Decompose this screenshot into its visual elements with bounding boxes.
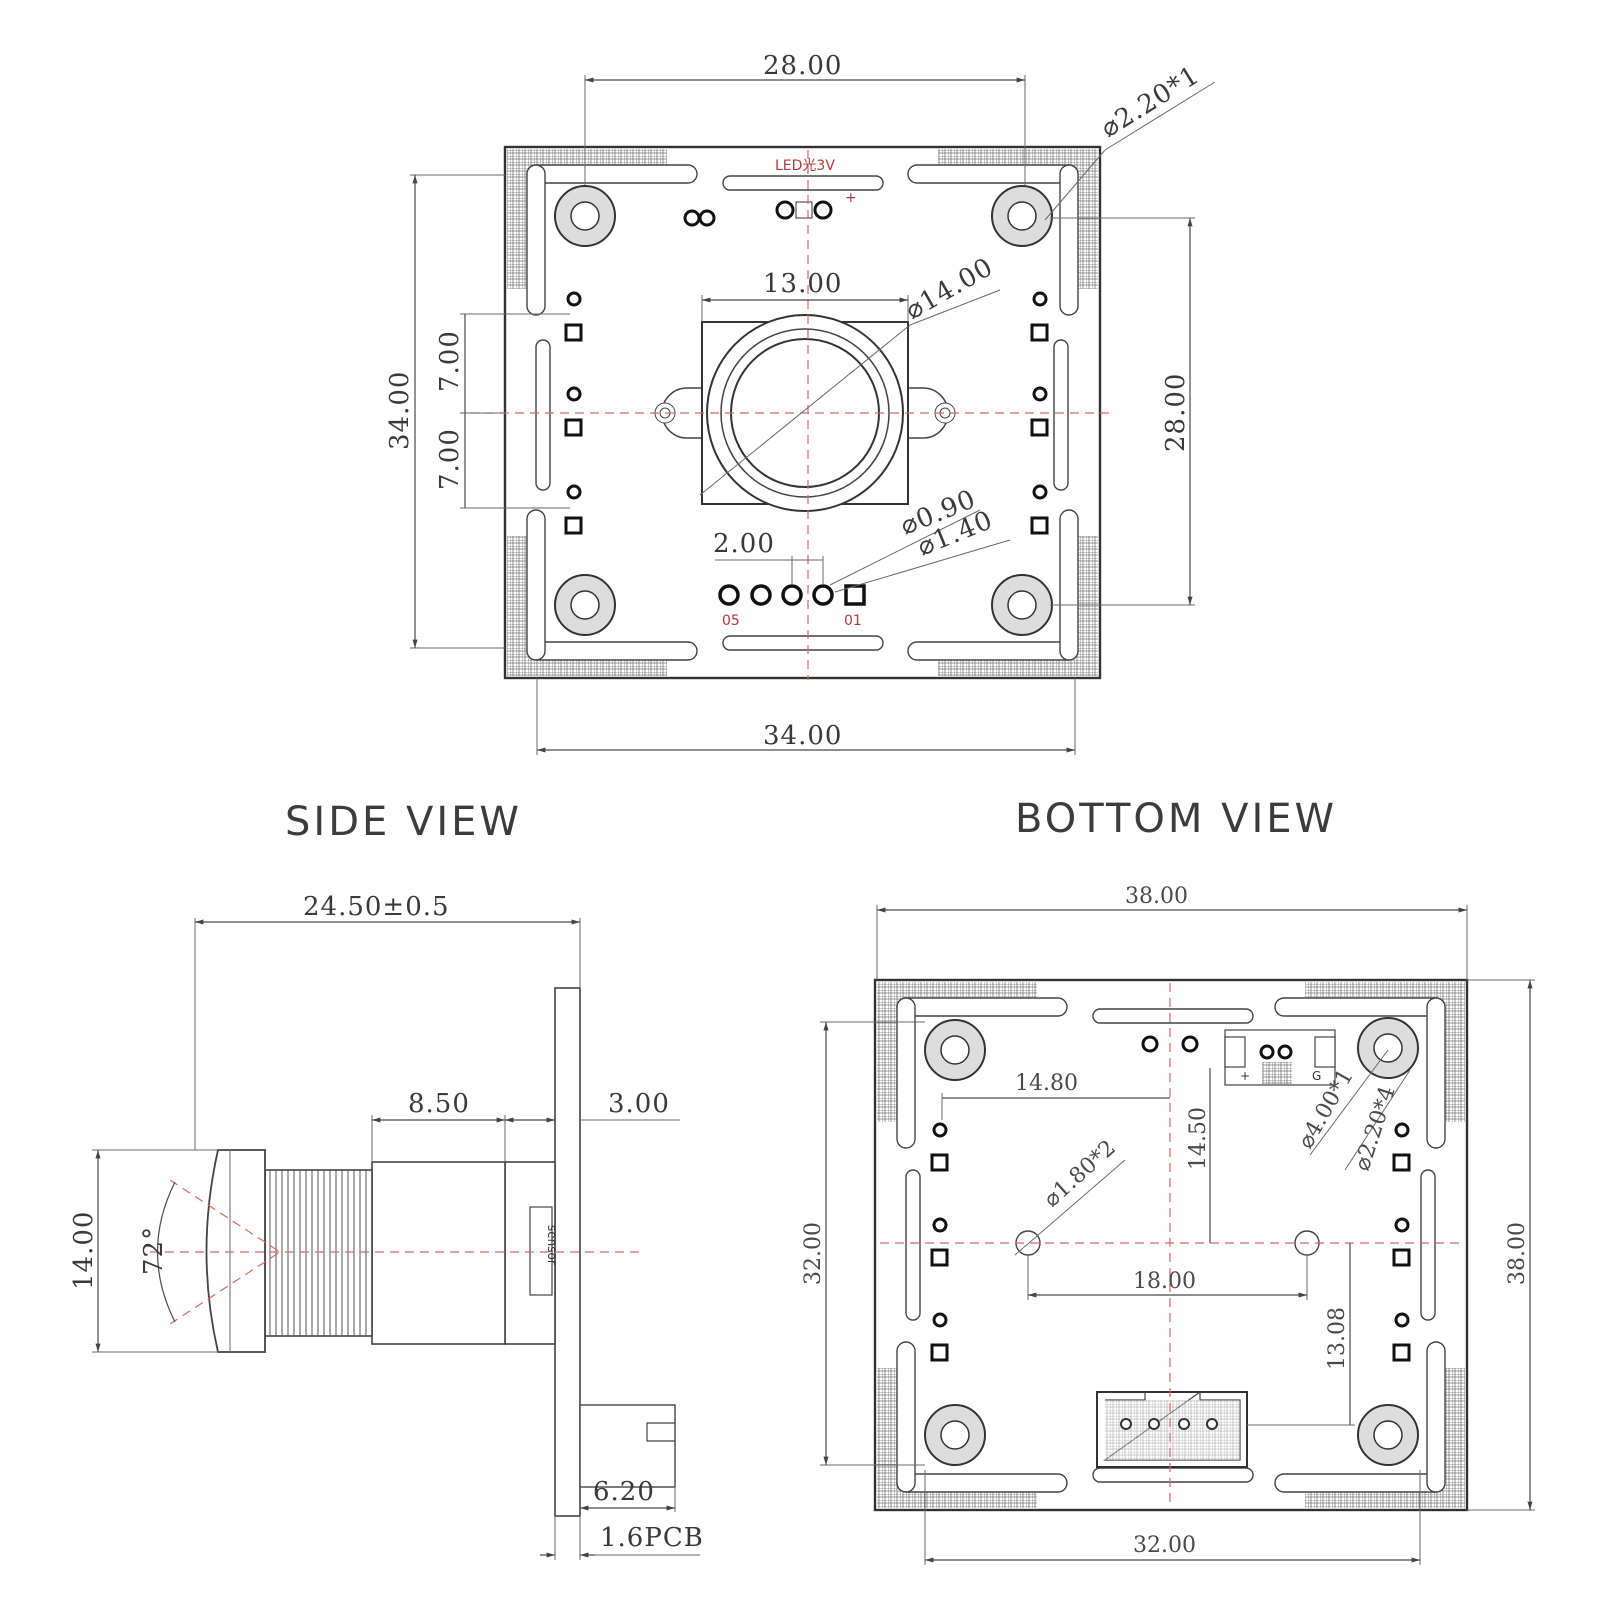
bottom-view-title: BOTTOM VIEW [1015,796,1337,842]
top-view: LED光3V + 05 01 28.00 ⌀2.20*1 13.00 ⌀14.0… [385,51,1216,755]
led-plus-label: + [845,190,857,206]
dim-led-pitch-lower: 7.00 [435,428,465,490]
bottom-side-pads [930,1122,1411,1362]
sensor-label: sensor [545,1225,559,1265]
dim-pin-pitch: 2.00 [713,529,775,559]
dim-pcb-thickness: 1.6PCB [600,1523,704,1553]
bottom-corner-slots [896,997,1446,1493]
dim-center-offset-x: 14.80 [1015,1071,1078,1096]
dim-side-lens-diameter: 14.00 [69,1211,99,1290]
side-view: sensor 72° 24.50±0.5 [69,892,704,1560]
dim-bottom-board-height: 38.00 [1505,1222,1530,1285]
dim-right-hole-spacing: 28.00 [1161,373,1191,452]
dim-board-width: 34.00 [763,721,842,751]
dim-locating-spacing: 18.00 [1133,1269,1196,1294]
dim-top-hole-spacing: 28.00 [763,51,842,81]
top-mount-holes [554,185,1053,636]
dim-board-offset: 3.00 [608,1089,670,1119]
side-thread-lines [269,1170,367,1336]
pin-label-05: 05 [722,613,740,629]
conn-right-label: G [1312,1069,1321,1083]
side-view-title: SIDE VIEW [285,799,522,845]
bottom-mount-holes [924,1017,1419,1466]
dim-bottom-board-width: 38.00 [1125,884,1188,909]
top-side-led-pads [564,291,1049,535]
dim-hole-spacing-horizontal: 32.00 [1133,1533,1196,1558]
dim-lens-holder-width: 13.00 [763,269,842,299]
bottom-top-pads [1141,1035,1293,1060]
top-led-pads [683,200,833,227]
side-lens-holder [371,1161,506,1345]
top-corner-slots [526,164,1079,661]
dim-board-height: 34.00 [385,371,415,450]
pin-label-01: 01 [844,613,862,629]
dim-led-pitch-upper: 7.00 [435,330,465,392]
dim-connector-offset: 13.08 [1325,1307,1350,1370]
top-pin-header [718,584,866,606]
dim-field-of-view: 72° [139,1226,169,1275]
conn-left-label: + [1240,1069,1250,1083]
side-lens-front [205,1149,266,1353]
bottom-top-connector: + G [1224,1029,1336,1086]
bottom-connector [1096,1390,1248,1468]
dim-connector-length: 6.20 [593,1477,655,1507]
dim-total-length: 24.50±0.5 [303,892,450,922]
top-lens-holder [654,314,956,512]
dim-center-offset-y: 14.50 [1186,1107,1211,1170]
dim-hole-spacing-vertical: 32.00 [801,1222,826,1285]
side-connector [579,1404,676,1488]
led-label: LED光3V [775,158,835,174]
bottom-view: + G 38.00 [801,884,1535,1565]
dim-mount-hole: ⌀2.20*1 [1096,60,1205,144]
dim-holder-length: 8.50 [408,1089,470,1119]
